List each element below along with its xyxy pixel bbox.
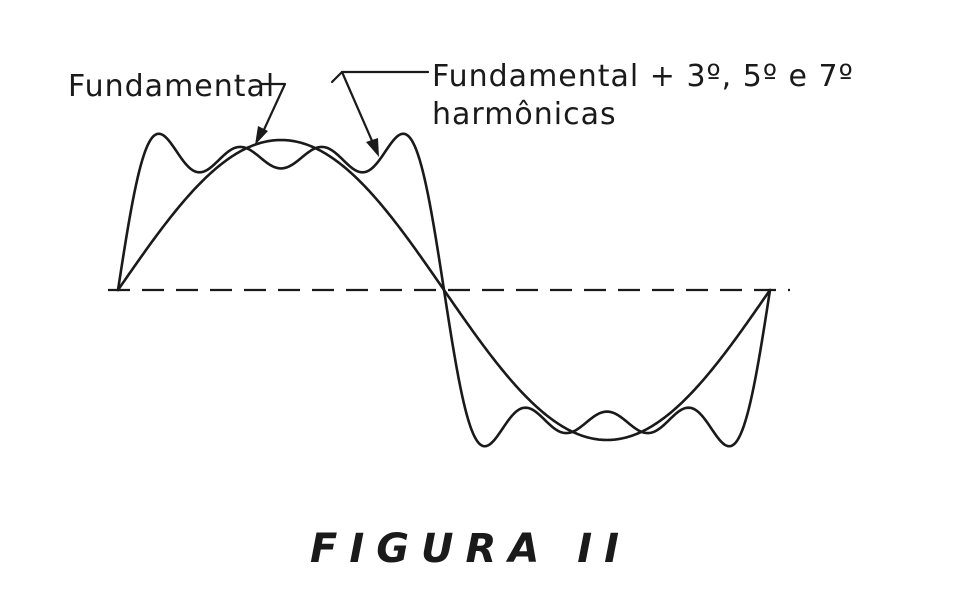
harmonics-leader-line (340, 70, 430, 152)
fundamental-leader-line (260, 82, 287, 136)
figure-caption: FIGURA II (310, 526, 631, 572)
composite-harmonics-wave (116, 132, 772, 448)
harmonics-leader-branch (330, 70, 344, 84)
harmonics-label-line1: Fundamental + 3º, 5º e 7º (432, 59, 854, 94)
fundamental-arrowhead (255, 126, 268, 145)
fundamental-label: Fundamental (68, 69, 275, 104)
harmonics-arrowhead (366, 138, 379, 157)
harmonics-label-line2: harmônicas (432, 97, 617, 132)
